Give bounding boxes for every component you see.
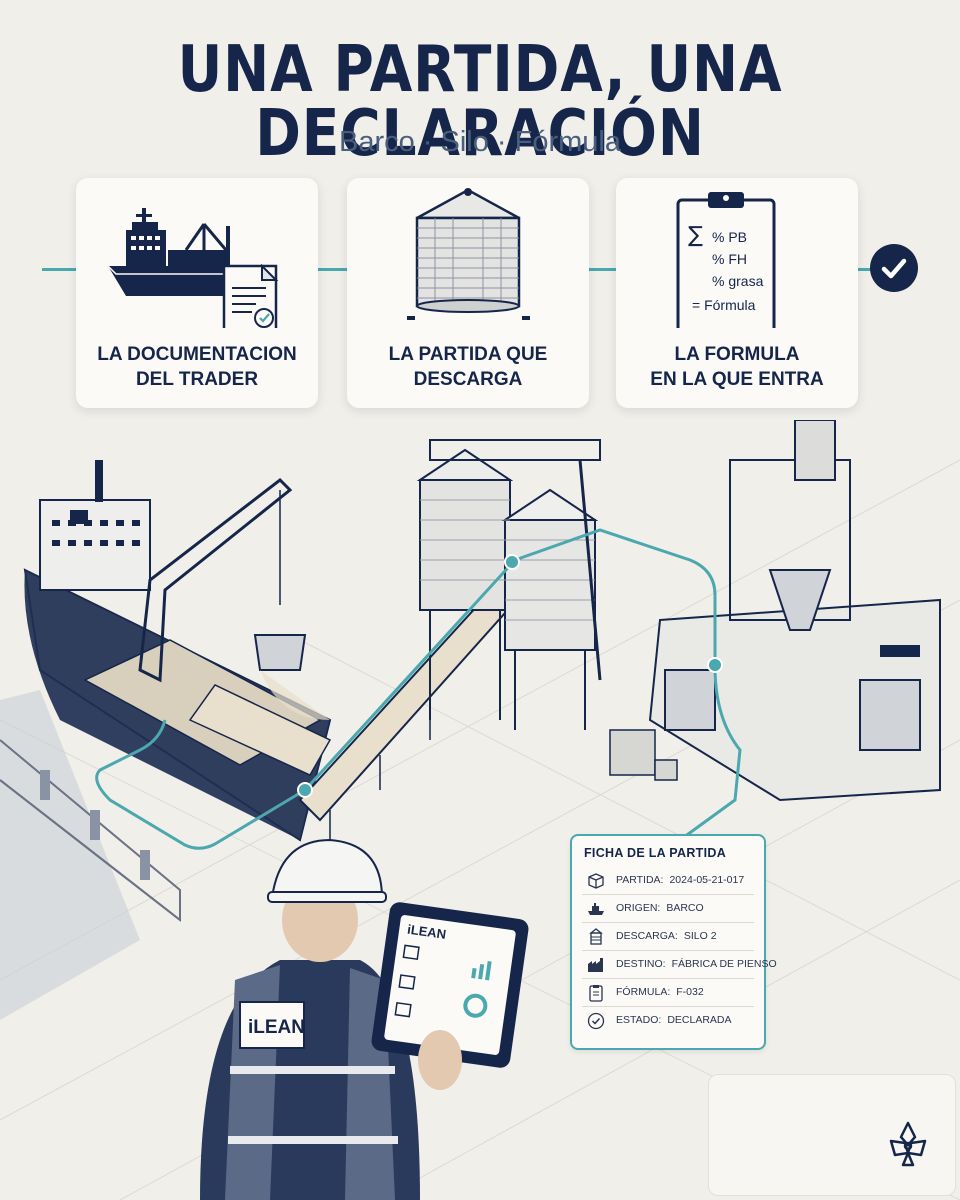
clipboard-line: % FH	[712, 251, 747, 267]
clipboard-formula-icon: ∑ % PB % FH % grasa = Fórmula	[676, 192, 776, 328]
step-caption-line: DESCARGA	[413, 369, 523, 390]
step-caption-line: LA DOCUMENTACION	[97, 344, 297, 365]
step-caption-line: EN LA QUE ENTRA	[650, 369, 824, 390]
row-label: ESTADO:	[616, 1014, 662, 1026]
step-caption-line: DEL TRADER	[135, 369, 259, 390]
row-label: DESCARGA:	[616, 930, 678, 942]
clipboard-icon	[586, 983, 606, 1007]
batch-record-row: FÓRMULA: F-032	[582, 978, 754, 1007]
step-card-discharge: LA PARTIDA QUE DESCARGA	[347, 178, 589, 408]
row-value: F-032	[676, 986, 704, 998]
batch-record-row: DESCARGA: SILO 2	[582, 922, 754, 951]
row-label: PARTIDA:	[616, 874, 664, 886]
page-title: UNA PARTIDA, UNA DECLARACIÓN	[177, 33, 783, 171]
logo-mark-icon	[889, 1121, 927, 1167]
row-value: FÁBRICA DE PIENSO	[671, 958, 777, 970]
row-label: FÓRMULA:	[616, 986, 671, 998]
batch-record-card: FICHA DE LA PARTIDA PARTIDA: 2024-05-21-0…	[570, 834, 777, 1050]
check-circle-icon	[586, 1011, 606, 1035]
row-label: ORIGEN:	[616, 902, 661, 914]
ship-icon	[586, 899, 606, 923]
step-caption: LA PARTIDA QUE DESCARGA	[347, 342, 589, 392]
step-caption-line: LA PARTIDA QUE	[388, 344, 548, 365]
worker-illustration: iLEAN iLEAN	[200, 838, 529, 1200]
step-caption: LA FORMULA EN LA QUE ENTRA	[616, 342, 858, 392]
batch-record-row: ORIGEN: BARCO	[582, 894, 754, 923]
batch-record-row: ESTADO: DECLARADA	[582, 1006, 754, 1034]
feed-factory	[648, 420, 941, 802]
step-caption-line: LA FORMULA	[674, 344, 800, 365]
step-caption: LA DOCUMENTACION DEL TRADER	[76, 342, 318, 392]
page-subtitle: Barco · Silo · Fórmula	[338, 126, 621, 158]
silo-icon	[407, 188, 530, 320]
batch-record-title: FICHA DE LA PARTIDA	[584, 846, 727, 860]
row-value: SILO 2	[683, 930, 717, 942]
connector-line	[589, 268, 617, 271]
step-card-formula: ∑ % PB % FH % grasa = Fórmula LA FORMULA…	[616, 178, 858, 408]
clipboard-line: % grasa	[712, 273, 764, 289]
batch-record-row: DESTINO: FÁBRICA DE PIENSO	[582, 950, 777, 979]
connector-line	[42, 268, 76, 271]
tablet-brand: iLEAN	[406, 922, 447, 942]
cargo-ship	[23, 460, 332, 842]
step-card-documentation: LA DOCUMENTACION DEL TRADER	[76, 178, 318, 408]
silo-icon	[586, 927, 606, 951]
row-value: 2024-05-21-017	[669, 874, 745, 886]
port-scene-illustration: iLEAN iLEAN	[0, 420, 960, 1200]
clipboard-line: % PB	[712, 229, 747, 245]
row-label: DESTINO:	[616, 958, 666, 970]
row-value: BARCO	[666, 902, 704, 914]
factory-icon	[586, 955, 606, 979]
silos	[416, 439, 602, 730]
logo-card	[708, 1074, 956, 1196]
check-badge-icon	[870, 244, 918, 292]
ship-document-icon	[107, 208, 279, 328]
box-icon	[586, 871, 606, 895]
batch-record-row: PARTIDA: 2024-05-21-017	[582, 866, 754, 895]
connector-line	[318, 268, 348, 271]
vest-label: iLEAN	[248, 1017, 305, 1038]
clipboard-line: = Fórmula	[692, 297, 756, 313]
row-value: DECLARADA	[667, 1014, 732, 1026]
clipboard-sigma: ∑	[688, 223, 703, 248]
